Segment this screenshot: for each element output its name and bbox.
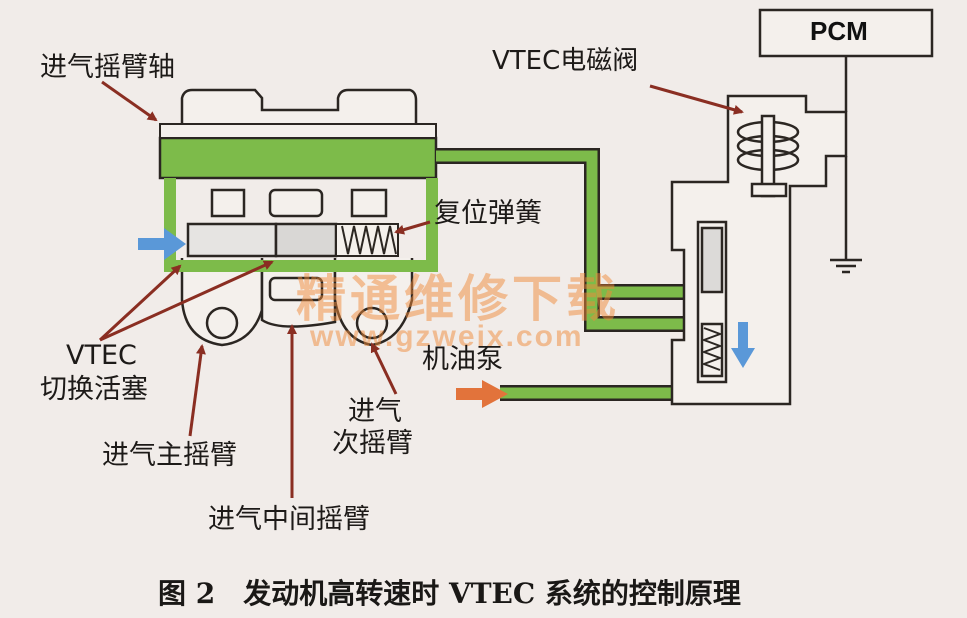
blue-arrow-left	[138, 228, 186, 260]
rocker-assembly	[180, 88, 418, 347]
pcm-label: PCM	[810, 16, 868, 46]
switching-piston-1	[186, 222, 278, 258]
svg-text:www.gzweix.com: www.gzweix.com	[309, 320, 584, 353]
pcm-box	[758, 8, 934, 58]
blue-arrow-down	[731, 322, 755, 368]
secondary-rocker-label-line2: 次摇臂	[332, 428, 413, 459]
vtec-piston-label-line1: VTEC	[66, 340, 137, 371]
primary-rocker-label: 进气主摇臂	[102, 440, 237, 471]
oil-pump-label: 机油泵	[422, 344, 503, 375]
middle-rocker-label: 进气中间摇臂	[208, 504, 370, 535]
oil-pump-arrow	[456, 380, 508, 408]
rocker-shaft	[158, 136, 438, 180]
leader-lines	[98, 80, 744, 498]
vtec-solenoid-label: VTEC电磁阀	[492, 46, 639, 76]
figure-caption: 图 2 发动机高转速时 VTEC 系统的控制原理	[158, 577, 741, 610]
return-spring	[335, 223, 399, 257]
switching-piston-2	[274, 222, 338, 258]
return-spring-label: 复位弹簧	[434, 198, 542, 229]
svg-text:精通维修下载: 精通维修下载	[296, 270, 620, 328]
intake-rocker-shaft-label: 进气摇臂轴	[40, 52, 175, 83]
vtec-piston-label-line2: 切换活塞	[40, 374, 148, 405]
solenoid-valve-body	[670, 94, 848, 406]
secondary-rocker-label-line1: 进气	[348, 396, 402, 427]
pcm-wiring	[830, 56, 862, 274]
